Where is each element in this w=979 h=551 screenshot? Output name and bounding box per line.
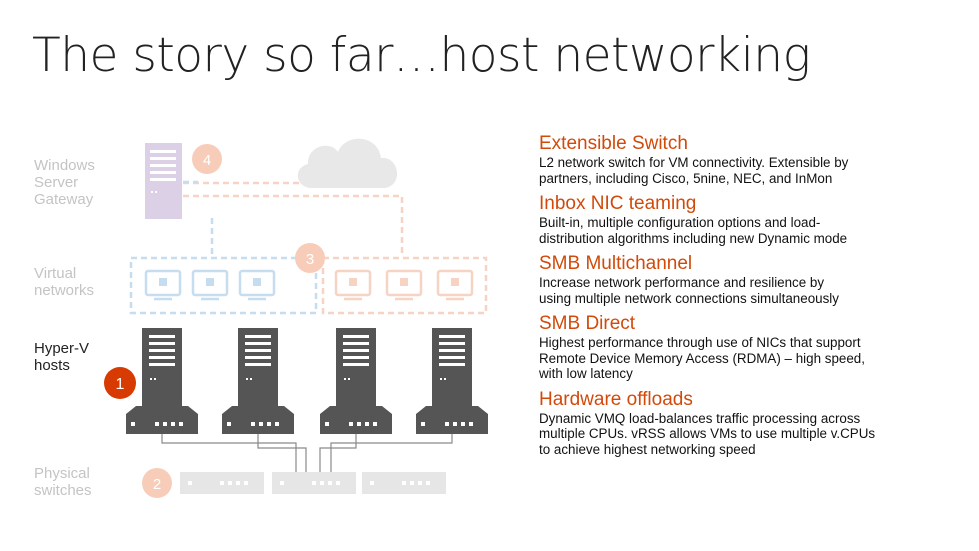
server-icon: [320, 328, 392, 434]
physical-switches: [180, 472, 446, 494]
feature-desc: Highest performance through use of NICs …: [539, 335, 865, 381]
feature-desc: L2 network switch for VM connectivity. E…: [539, 155, 849, 186]
feature-title: SMB Direct: [539, 313, 636, 334]
svg-text:3: 3: [306, 251, 314, 268]
host-uplinks: [161, 434, 453, 472]
svg-text:4: 4: [203, 152, 211, 169]
gateway-server-icon: [145, 143, 182, 219]
slide-title: The story so far…host networking: [32, 28, 811, 83]
feature-hardware-offloads: Hardware offloads Dynamic VMQ load-balan…: [539, 389, 969, 458]
feature-desc: Dynamic VMQ load-balances traffic proces…: [539, 410, 876, 457]
badge-2: 2: [142, 468, 172, 498]
virtual-network-blue: [129, 256, 318, 315]
feature-extensible-switch: Extensible Switch L2 network switch for …: [539, 133, 969, 186]
vm-monitor-icon: [144, 269, 276, 301]
feature-desc: Increase network performance and resilie…: [539, 275, 839, 306]
svg-text:1: 1: [116, 376, 125, 393]
cloud-icon: [297, 138, 398, 188]
feature-title: Hardware offloads: [539, 388, 693, 410]
badge-1: 1: [104, 367, 136, 399]
badge-3: 3: [295, 243, 325, 273]
feature-smb-direct: SMB Direct Highest performance through u…: [539, 313, 969, 382]
feature-nic-teaming: Inbox NIC teaming Built-in, multiple con…: [539, 193, 969, 246]
svg-text:2: 2: [153, 476, 161, 493]
gateway-to-blue-dashes: [183, 180, 214, 257]
gateway-to-orange-dashes: [183, 181, 404, 257]
feature-title: Inbox NIC teaming: [539, 193, 697, 214]
vm-monitor-icon: [334, 269, 474, 301]
feature-desc: Built-in, multiple configuration options…: [539, 215, 848, 246]
virtual-network-orange: [321, 256, 488, 315]
hyper-v-host-servers: [126, 328, 488, 434]
server-icon: [416, 328, 488, 434]
feature-title: SMB Multichannel: [539, 253, 693, 274]
server-icon: [126, 328, 198, 434]
label-virtual-networks: Virtual networks: [34, 265, 95, 299]
badge-4: 4: [192, 144, 222, 174]
feature-smb-multichannel: SMB Multichannel Increase network perfor…: [539, 253, 969, 306]
label-physical-switches: Physical switches: [34, 465, 92, 499]
label-hyper-v-hosts: Hyper-V hosts: [34, 340, 90, 374]
label-gateway: Windows Server Gateway: [34, 157, 95, 208]
feature-list: Extensible Switch L2 network switch for …: [539, 133, 969, 464]
server-icon: [222, 328, 294, 434]
feature-title: Extensible Switch: [539, 133, 688, 154]
